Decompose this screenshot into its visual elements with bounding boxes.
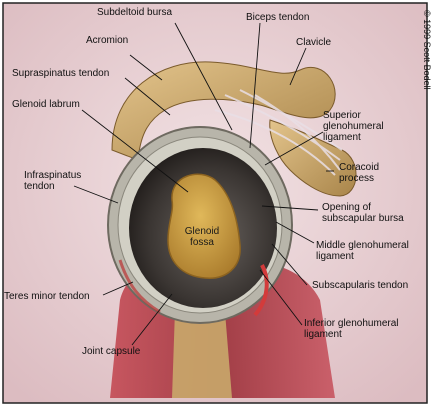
coracoacromial-ligament (214, 89, 343, 176)
label-teres-minor-tendon: Teres minor tendon (4, 291, 90, 302)
label-subdeltoid-bursa: Subdeltoid bursa (97, 7, 173, 18)
label-infraspinatus-line-2: tendon (24, 181, 55, 192)
label-subscapularis-tendon: Subscapularis tendon (312, 280, 409, 291)
label-opening-line-1: Opening of (322, 202, 371, 213)
label-middle-line-1: Middle glenohumeral (316, 240, 409, 251)
label-infraspinatus-line-1: Infraspinatus (24, 170, 82, 181)
label-opening-line-2: subscapular bursa (322, 213, 404, 224)
label-glenoid-fossa: Glenoid fossa (180, 226, 224, 248)
label-opening-subscapular-bursa: Opening of subscapular bursa (322, 202, 404, 224)
label-superior-line-1: Superior (323, 110, 361, 121)
label-coracoid-line-1: Coracoid (339, 162, 380, 173)
label-infraspinatus-tendon: Infraspinatus tendon (24, 170, 81, 192)
label-acromion: Acromion (86, 35, 129, 46)
leader-lines (73, 22, 334, 346)
label-superior-glenohumeral-ligament: Superior glenohumeral ligament (323, 110, 384, 143)
acromion-bone (111, 61, 336, 161)
label-inferior-glenohumeral-ligament: Inferior glenohumeral ligament (304, 318, 399, 340)
label-inferior-line-1: Inferior glenohumeral (304, 318, 399, 329)
label-superior-line-3: ligament (323, 132, 361, 143)
label-glenoid-labrum: Glenoid labrum (12, 99, 80, 110)
glenoid-fossa-shape (167, 173, 241, 279)
label-coracoid-line-2: process (339, 173, 375, 184)
inferior-ligament-strip (253, 264, 269, 317)
copyright-notice: © 1999 Scott Bodell (422, 10, 432, 90)
label-superior-line-2: glenohumeral (323, 121, 384, 132)
label-fossa-line-1: Glenoid (184, 226, 220, 237)
coracoid-process-bone (269, 119, 357, 197)
label-clavicle: Clavicle (296, 37, 332, 48)
label-fossa-line-2: fossa (190, 237, 214, 248)
label-middle-line-2: ligament (316, 251, 354, 262)
label-inferior-line-2: ligament (304, 329, 342, 340)
label-coracoid-process: Coracoid process (339, 162, 379, 184)
label-joint-capsule: Joint capsule (82, 346, 141, 357)
humerus-shaft (172, 302, 232, 398)
label-biceps-tendon: Biceps tendon (246, 12, 310, 23)
label-supraspinatus-tendon: Supraspinatus tendon (12, 68, 110, 79)
label-middle-glenohumeral-ligament: Middle glenohumeral ligament (316, 240, 409, 262)
